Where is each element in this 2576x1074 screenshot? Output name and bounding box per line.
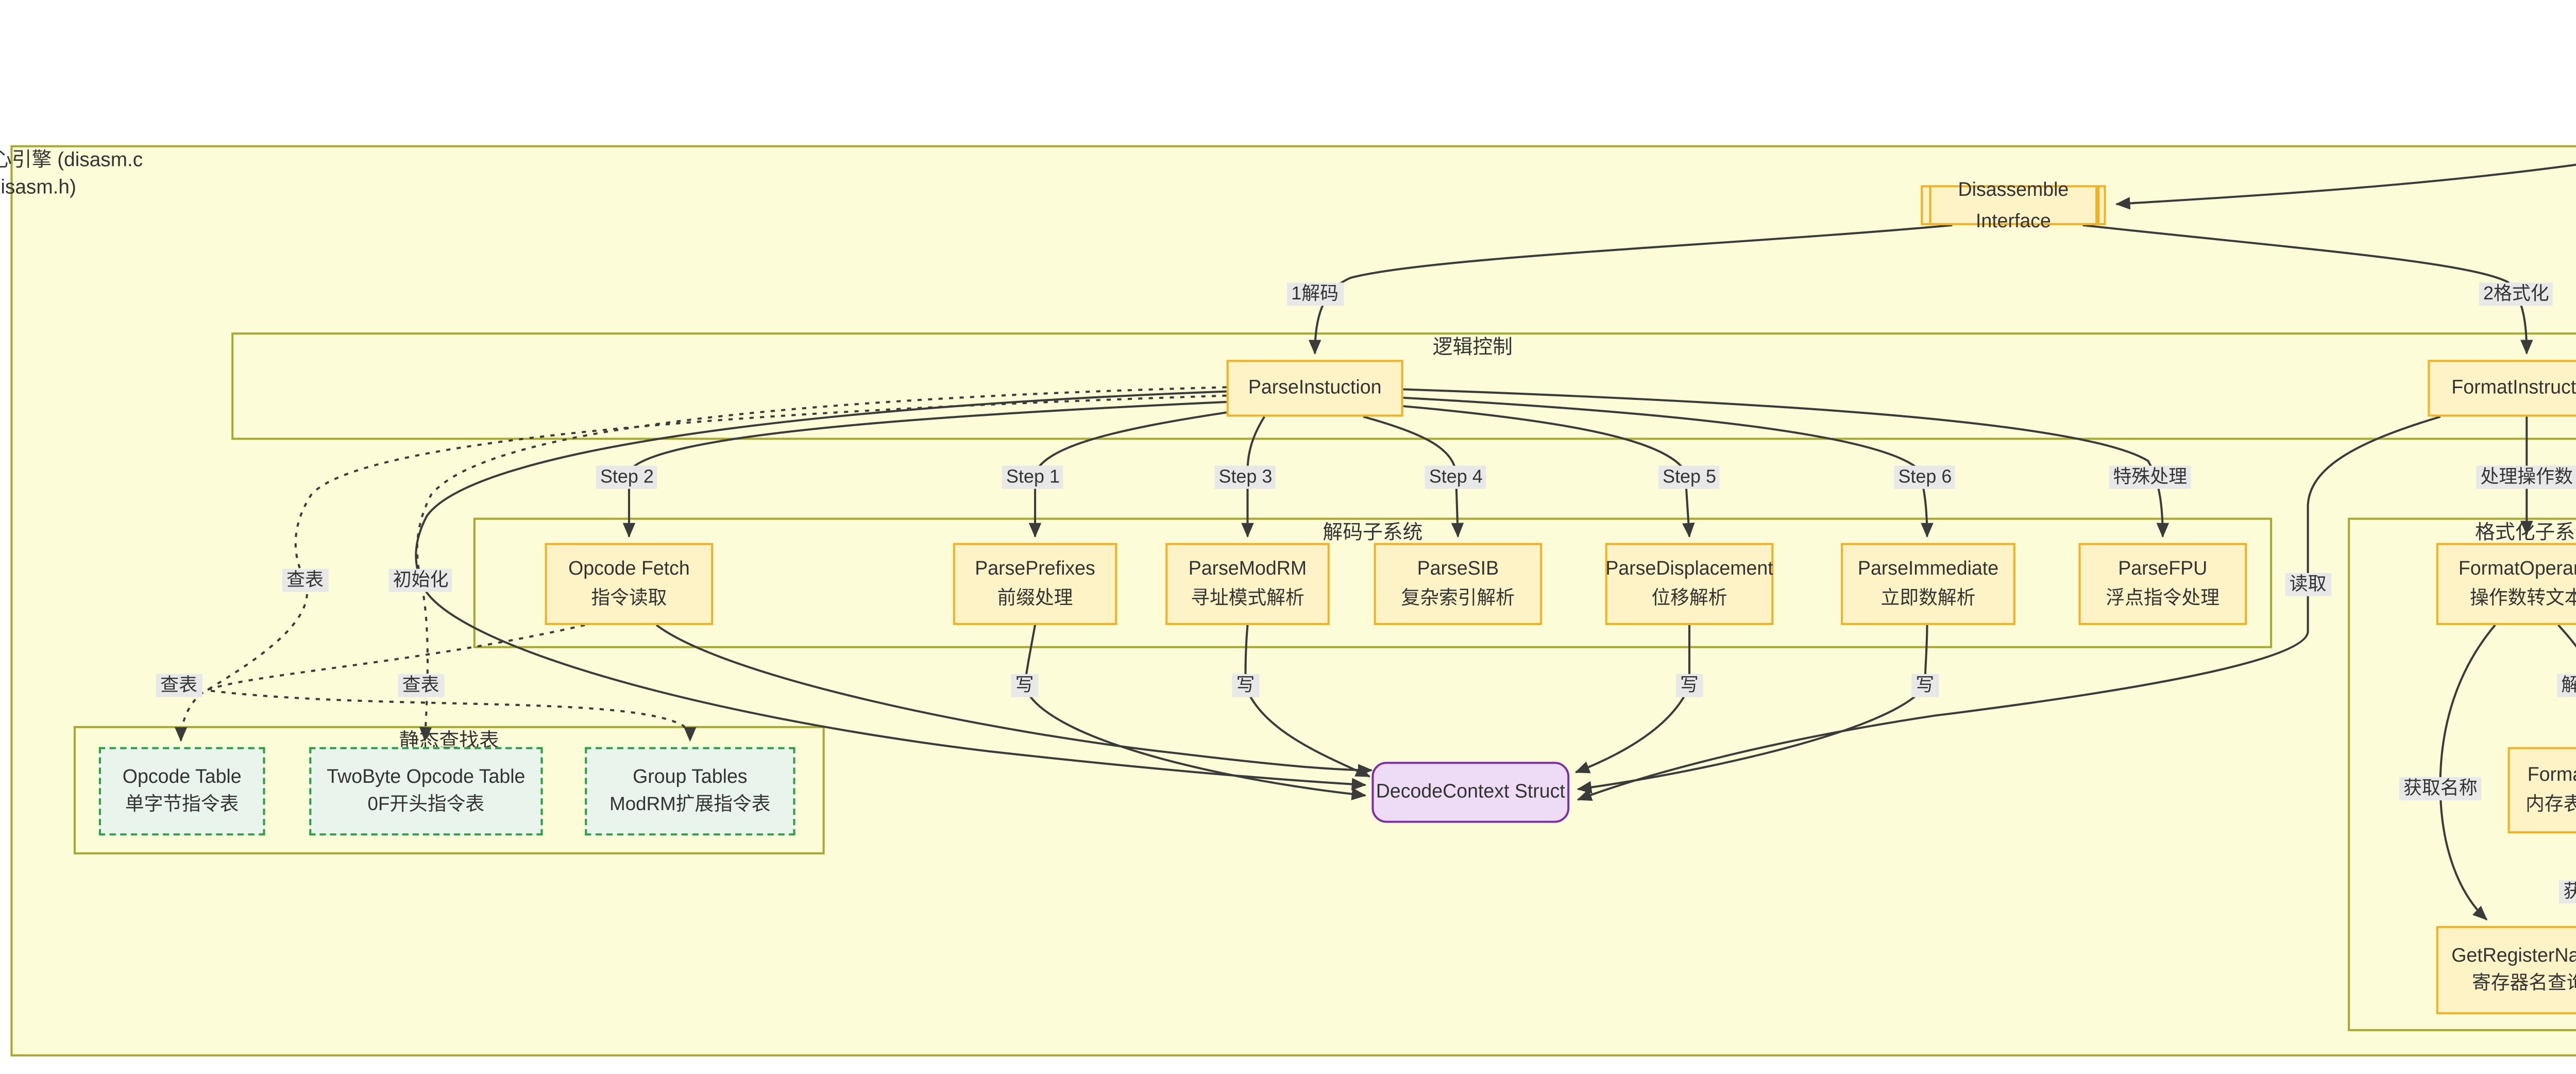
node-label-line2: 0F开头指令表 — [367, 794, 485, 815]
edge-label-write-3: 写 — [1675, 674, 1703, 698]
edge-label-parse-memory: 解析内存 — [2557, 674, 2576, 698]
edge-label-lookup-2: 查表 — [156, 674, 202, 698]
edge-label-format: 2格式化 — [2479, 282, 2553, 307]
edge-label-special-handling: 特殊处理 — [2109, 465, 2192, 490]
node-label-line2: 操作数转文本 — [2469, 586, 2576, 608]
node-label-line2: 浮点指令处理 — [2106, 586, 2220, 608]
node-parse-immediate: ParseImmediate 立即数解析 — [1841, 543, 2015, 625]
node-disassemble-interface: Disassemble Interface — [1921, 179, 2106, 230]
edge-label-write-1: 写 — [1011, 674, 1038, 698]
node-label-line1: GetRegisterName — [2451, 945, 2576, 966]
edge-label-write-2: 写 — [1232, 674, 1259, 698]
node-opcode-table: Opcode Table 单字节指令表 — [98, 747, 265, 836]
node-parse-prefixes: ParsePrefixes 前缀处理 — [953, 543, 1117, 625]
node-label: DecodeContext Struct — [1376, 781, 1565, 803]
node-label-line2: 单字节指令表 — [125, 794, 239, 815]
edge-label-step5: Step 5 — [1658, 465, 1721, 490]
edge-label-step3: Step 3 — [1214, 465, 1277, 490]
node-label: FormatInstruction — [2451, 377, 2576, 399]
node-label-line1: Opcode Fetch — [568, 558, 690, 580]
node-label-line1: ParseFPU — [2118, 558, 2208, 580]
node-label-line2: 寻址模式解析 — [1191, 586, 1304, 608]
node-label-line1: Opcode Table — [122, 766, 242, 787]
edge-label-lookup-1: 查表 — [282, 568, 328, 593]
edge-label-step1: Step 1 — [1002, 465, 1064, 490]
edge-label-step4: Step 4 — [1425, 465, 1487, 490]
edge-label-init: 初始化 — [388, 568, 453, 593]
edge-label-get-name-1: 获取名称 — [2399, 777, 2482, 801]
node-label-line2: 内存表达式生成 — [2526, 793, 2576, 814]
node-label-line1: ParseModRM — [1188, 558, 1307, 580]
node-label-line2: 复杂索引解析 — [1401, 586, 1515, 608]
node-parse-modrm: ParseModRM 寻址模式解析 — [1165, 543, 1330, 625]
node-decode-context: DecodeContext Struct — [1371, 762, 1570, 823]
node-twobyte-opcode-table: TwoByte Opcode Table 0F开头指令表 — [309, 747, 543, 836]
edge-label-process-operands: 处理操作数 — [2476, 465, 2576, 490]
node-group-tables: Group Tables ModRM扩展指令表 — [585, 747, 795, 836]
node-label-line1: FormatModRM — [2527, 764, 2576, 786]
edge-label-step6: Step 6 — [1894, 465, 1956, 490]
node-parse-fpu: ParseFPU 浮点指令处理 — [2078, 543, 2247, 625]
node-label-line1: FormatOperand — [2458, 558, 2576, 580]
node-format-operand: FormatOperand 操作数转文本 — [2436, 543, 2576, 625]
node-parse-instruction: ParseInstuction — [1226, 360, 1403, 417]
container-logic-control: 逻辑控制 — [231, 332, 2576, 440]
main-engine-title-line1: 反汇编核心引擎 (disasm.c — [0, 149, 143, 173]
edge-label-decode: 1解码 — [1287, 282, 1343, 307]
node-label-line1: TwoByte Opcode Table — [327, 766, 526, 787]
node-parse-displacement: ParseDisplacement 位移解析 — [1605, 543, 1774, 625]
node-get-register-name: GetRegisterName 寄存器名查询 — [2436, 926, 2576, 1015]
node-label-line2: 位移解析 — [1651, 586, 1727, 608]
node-format-modrm: FormatModRM 内存表达式生成 — [2507, 747, 2576, 834]
node-label-line2: 前缀处理 — [997, 586, 1073, 608]
node-label: Disassemble Interface — [1958, 179, 2069, 231]
edge-label-lookup-3: 查表 — [398, 674, 444, 698]
node-opcode-fetch: Opcode Fetch 指令读取 — [545, 543, 714, 625]
node-label: ParseInstuction — [1248, 377, 1382, 399]
logic-control-title: 逻辑控制 — [1432, 337, 1513, 360]
edge-label-step2: Step 2 — [596, 465, 658, 490]
node-label-line2: 指令读取 — [591, 586, 667, 608]
node-format-instruction: FormatInstruction — [2428, 360, 2576, 417]
node-label-line1: ParseDisplacement — [1605, 558, 1773, 580]
node-parse-sib: ParseSIB 复杂索引解析 — [1374, 543, 1543, 625]
node-label-line2: 寄存器名查询 — [2472, 972, 2576, 994]
node-label-line1: ParsePrefixes — [975, 558, 1095, 580]
edge-label-get-name-2: 获取名称 — [2559, 880, 2576, 904]
node-label-line1: ParseSIB — [1417, 558, 1499, 580]
edge-label-read-context: 读取 — [2285, 573, 2331, 597]
node-label-line1: Group Tables — [633, 766, 748, 787]
main-engine-title-line2: / disasm.h) — [0, 177, 76, 200]
node-label-line2: ModRM扩展指令表 — [609, 794, 771, 815]
node-label-line2: 立即数解析 — [1880, 586, 1976, 608]
node-label-line1: ParseImmediate — [1857, 558, 1999, 580]
edge-label-write-4: 写 — [1911, 674, 1939, 698]
